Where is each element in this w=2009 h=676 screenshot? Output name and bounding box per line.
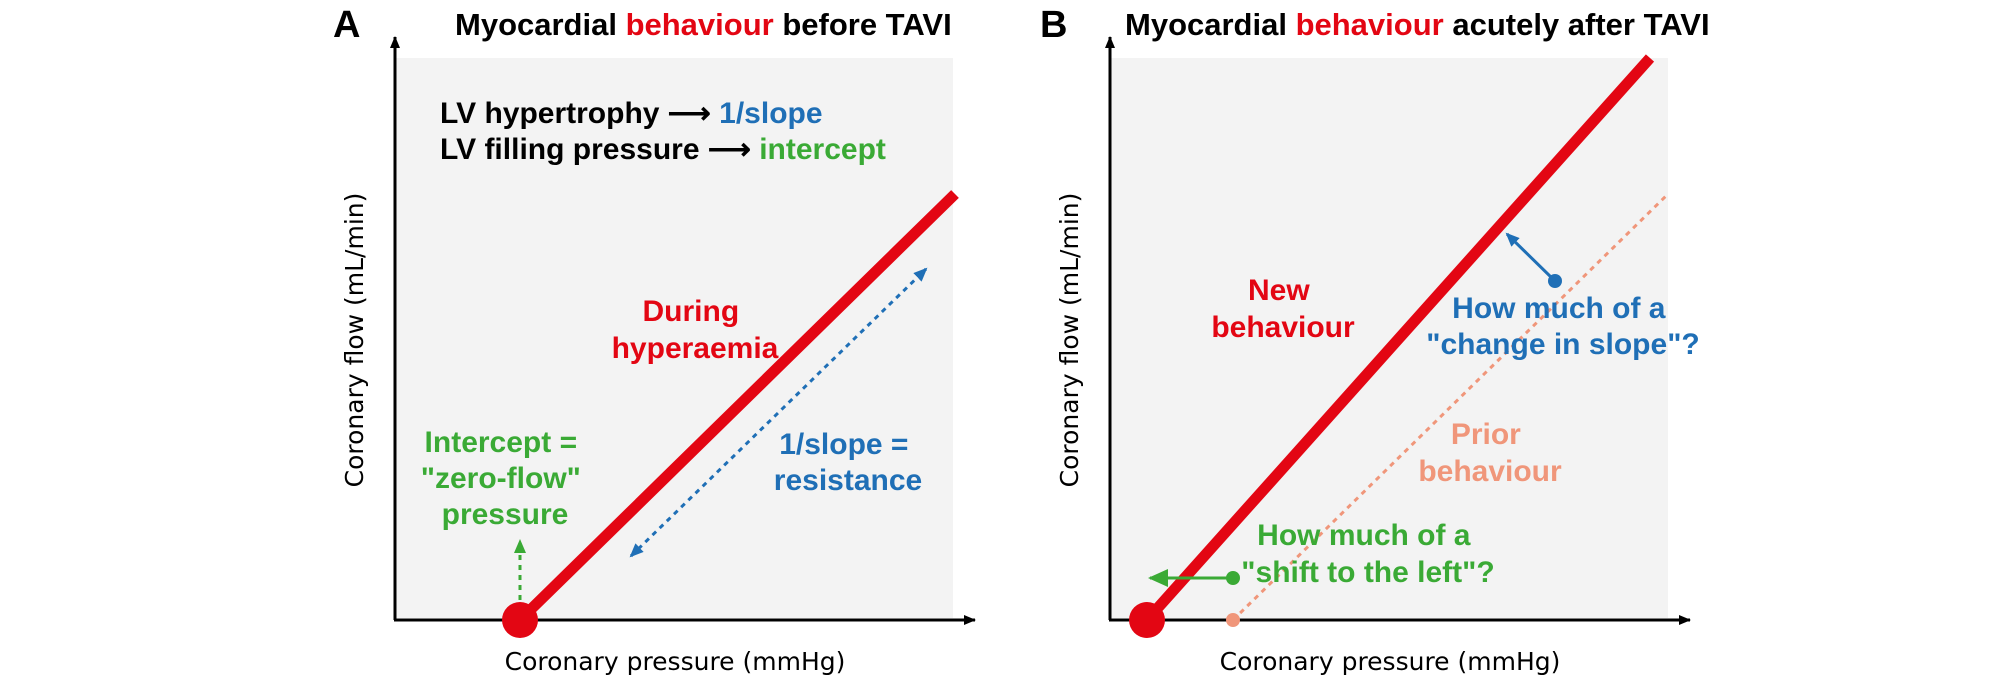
panel-b-prior-intercept-dot <box>1226 613 1240 627</box>
panel-b-x-axis-label: Coronary pressure (mmHg) <box>1220 647 1561 676</box>
panel-b-new-label: New behaviour <box>1211 274 1355 344</box>
panel-a-line-label: During hyperaemia <box>612 295 779 365</box>
panel-b-slope-arrow <box>1505 232 1557 283</box>
panel-b: B Myocardial behaviour acutely after TAV… <box>1040 4 1710 676</box>
panel-b-new-line <box>1142 54 1655 624</box>
panel-a-letter: A <box>333 4 360 46</box>
panel-b-slope-question: How much of a "change in slope"? <box>1426 292 1700 361</box>
panel-a-legend-hypertrophy: LV hypertrophy ⟶ 1/slope <box>440 97 823 130</box>
panel-a-x-axis-label: Coronary pressure (mmHg) <box>505 647 846 676</box>
panel-a-title: Myocardial behaviour before TAVI <box>455 7 952 42</box>
panel-b-plot-background <box>1110 58 1668 618</box>
panel-b-title: Myocardial behaviour acutely after TAVI <box>1125 7 1710 42</box>
panel-b-letter: B <box>1040 4 1067 46</box>
panel-b-prior-label: Prior behaviour <box>1418 418 1562 488</box>
panel-a: A Myocardial behaviour before TAVI LV hy… <box>333 4 976 676</box>
panel-a-intercept-label: Intercept = "zero-flow" pressure <box>421 426 589 531</box>
panel-a-y-axis-label: Coronary flow (mL/min) <box>340 193 369 488</box>
panel-a-slope-arrow <box>629 267 928 558</box>
panel-b-shift-question: How much of a "shift to the left"? <box>1241 519 1494 589</box>
panel-a-intercept-dot <box>502 602 538 638</box>
panel-b-prior-line <box>1231 192 1670 622</box>
panel-a-legend-filling: LV filling pressure ⟶ intercept <box>440 133 886 166</box>
panel-a-slope-label: 1/slope = resistance <box>774 428 922 497</box>
panel-b-y-axis-label: Coronary flow (mL/min) <box>1055 193 1084 488</box>
panel-b-new-intercept-dot <box>1129 602 1165 638</box>
